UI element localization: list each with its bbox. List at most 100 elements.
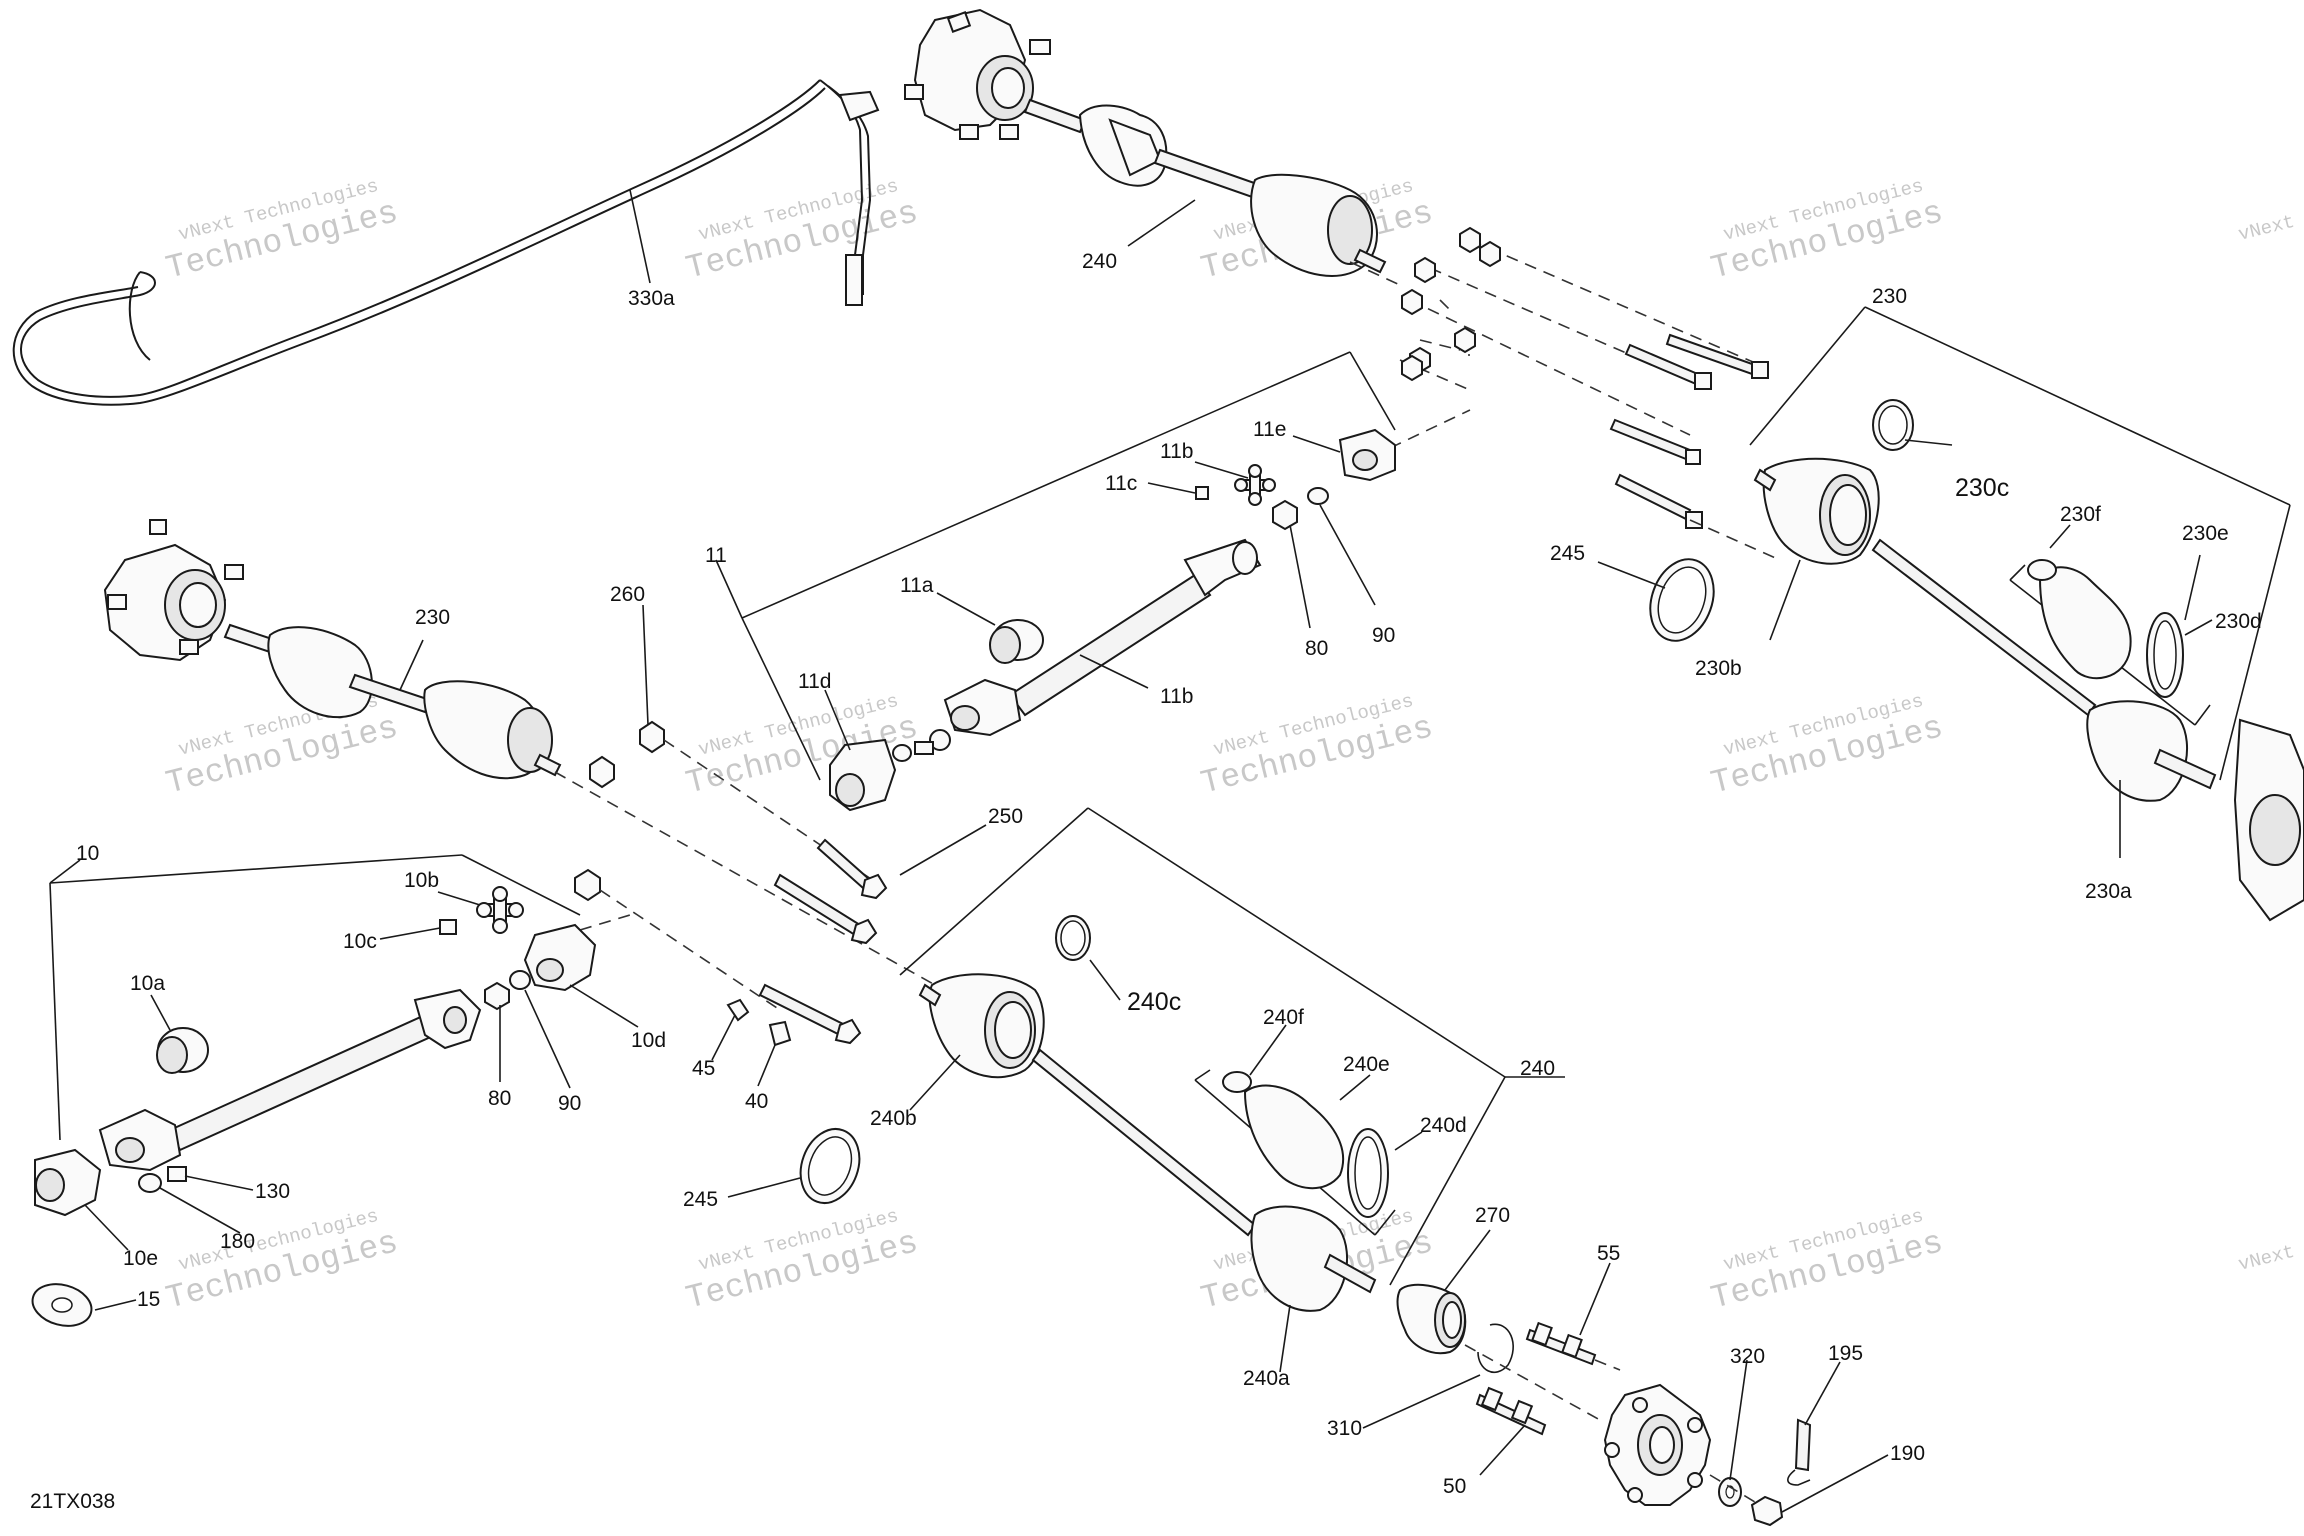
callout-240c: 240c	[1127, 988, 1181, 1016]
bolt-head	[1751, 361, 1769, 379]
part-330a-cable[interactable]	[12, 79, 880, 406]
part-245-seal[interactable]	[791, 1121, 870, 1212]
nut	[1454, 326, 1476, 354]
part-260-nut[interactable]	[639, 720, 881, 886]
callout-11d: 11d	[798, 670, 831, 693]
watermark-4: vNext Technologies Technologies	[1707, 175, 1947, 288]
callout-240f: 240f	[1263, 1006, 1304, 1029]
callout-50: 50	[1443, 1475, 1466, 1498]
callout-55: 55	[1597, 1242, 1620, 1265]
cable-clip	[838, 90, 880, 122]
hub-knuckle-top	[904, 8, 1051, 140]
callout-15: 15	[137, 1288, 160, 1311]
part-245-top-seal[interactable]	[1639, 550, 1724, 649]
callout-240-top: 240	[1082, 250, 1117, 273]
watermark-14: vNext Technologies	[2236, 1205, 2304, 1276]
clamp-240f	[1222, 1071, 1252, 1093]
bolt-head	[1685, 511, 1703, 529]
callout-11c: 11c	[1105, 472, 1137, 495]
callout-230e: 230e	[2182, 522, 2229, 545]
nut	[1414, 256, 1436, 284]
part-240-lower-axle[interactable]	[899, 807, 1565, 1312]
part-230-left-axle[interactable]	[103, 519, 936, 986]
callout-11b: 11b	[1160, 685, 1193, 708]
part-40-fitting[interactable]	[768, 1020, 792, 1047]
watermark-10: vNext Technologies Technologies	[162, 1205, 402, 1318]
callout-245: 245	[683, 1188, 718, 1211]
callout-190: 190	[1890, 1442, 1925, 1465]
nut-left-mid[interactable]	[574, 755, 862, 1045]
bolt-head	[1694, 372, 1712, 390]
callout-230c: 230c	[1955, 474, 2009, 502]
callout-10c: 10c	[343, 930, 377, 953]
watermark-13: vNext Technologies Technologies	[1707, 1205, 1947, 1318]
callout-310: 310	[1327, 1417, 1362, 1440]
part-11-prop-shaft[interactable]	[741, 351, 1471, 812]
watermark-2: vNext Technologies Technologies	[682, 175, 922, 288]
boot-240e	[1243, 1084, 1345, 1190]
hub-knuckle-left	[103, 519, 244, 662]
washer-90-top	[1307, 487, 1329, 505]
leader-lines	[49, 189, 2213, 1513]
watermark-text: vNext Technologies	[2236, 175, 2304, 246]
washer-180	[138, 1173, 162, 1193]
part-190-nut[interactable]	[1750, 1495, 1784, 1527]
callout-180: 180	[220, 1230, 255, 1253]
boot-230e	[2038, 566, 2132, 680]
bolt	[1609, 418, 1692, 461]
fitting-10c	[439, 919, 457, 935]
callout-320: 320	[1730, 1345, 1765, 1368]
part-270-bearing[interactable]	[1396, 1283, 1467, 1355]
callout-40: 40	[745, 1090, 768, 1113]
callout-80: 80	[488, 1087, 511, 1110]
callout-10b: 10b	[404, 869, 439, 892]
callout-labels: 330a 240 230 230c 230f 230e 230d 230b 23…	[76, 250, 2262, 1498]
bushing-11a	[989, 619, 1044, 664]
callout-45: 45	[692, 1057, 715, 1080]
part-310-circlip[interactable]	[1477, 1323, 1514, 1374]
wheel-hub-flange[interactable]	[1603, 1383, 1712, 1506]
callout-230a: 230a	[2085, 880, 2132, 903]
spider-11b-top	[1234, 464, 1276, 506]
ujoint-11d-end	[929, 678, 1022, 751]
part-55-stud[interactable]	[1525, 1321, 1597, 1366]
washer-90	[509, 970, 531, 990]
callout-11a: 11a	[900, 574, 934, 597]
callout-240e: 240e	[1343, 1053, 1390, 1076]
part-45-clip[interactable]	[726, 998, 750, 1022]
callout-11b-top: 11b	[1160, 440, 1193, 463]
callout-80-top: 80	[1305, 637, 1328, 660]
callout-270: 270	[1475, 1204, 1510, 1227]
watermark-11: vNext Technologies Technologies	[682, 1205, 922, 1318]
fitting-11c	[1195, 486, 1209, 500]
yoke-10e	[34, 1148, 102, 1217]
callout-240b: 240b	[870, 1107, 917, 1130]
watermark-1: vNext Technologies Technologies	[162, 175, 402, 288]
cable-connector	[845, 254, 863, 306]
callout-230-left: 230	[415, 606, 450, 629]
watermark-5: vNext Technologies	[2236, 175, 2304, 246]
bolt	[1614, 473, 1692, 521]
part-320-washer[interactable]	[1718, 1477, 1742, 1507]
part-50-stud[interactable]	[1475, 1386, 1547, 1436]
callout-11: 11	[705, 544, 727, 567]
part-250-bolt[interactable]	[773, 838, 888, 945]
callout-240-group: 240	[1520, 1057, 1555, 1080]
callout-90: 90	[558, 1092, 581, 1115]
callout-195: 195	[1828, 1342, 1863, 1365]
drawing-id: 21TX038	[30, 1490, 115, 1513]
callout-240d: 240d	[1420, 1114, 1467, 1137]
callout-230b: 230b	[1695, 657, 1742, 680]
part-230-right-axle[interactable]	[1749, 306, 2304, 922]
bushing-10a	[156, 1027, 209, 1074]
callout-10d: 10d	[631, 1029, 666, 1052]
part-15-shim[interactable]	[28, 1278, 96, 1332]
nut	[1479, 240, 1501, 268]
part-240-top-axle[interactable]	[904, 8, 1387, 277]
top-bolts-group[interactable]	[1349, 226, 1781, 561]
callout-330a: 330a	[628, 287, 675, 310]
nut	[1459, 226, 1481, 254]
part-10-prop-shaft[interactable]	[34, 854, 631, 1217]
part-195-cotter-pin[interactable]	[1787, 1418, 1812, 1486]
